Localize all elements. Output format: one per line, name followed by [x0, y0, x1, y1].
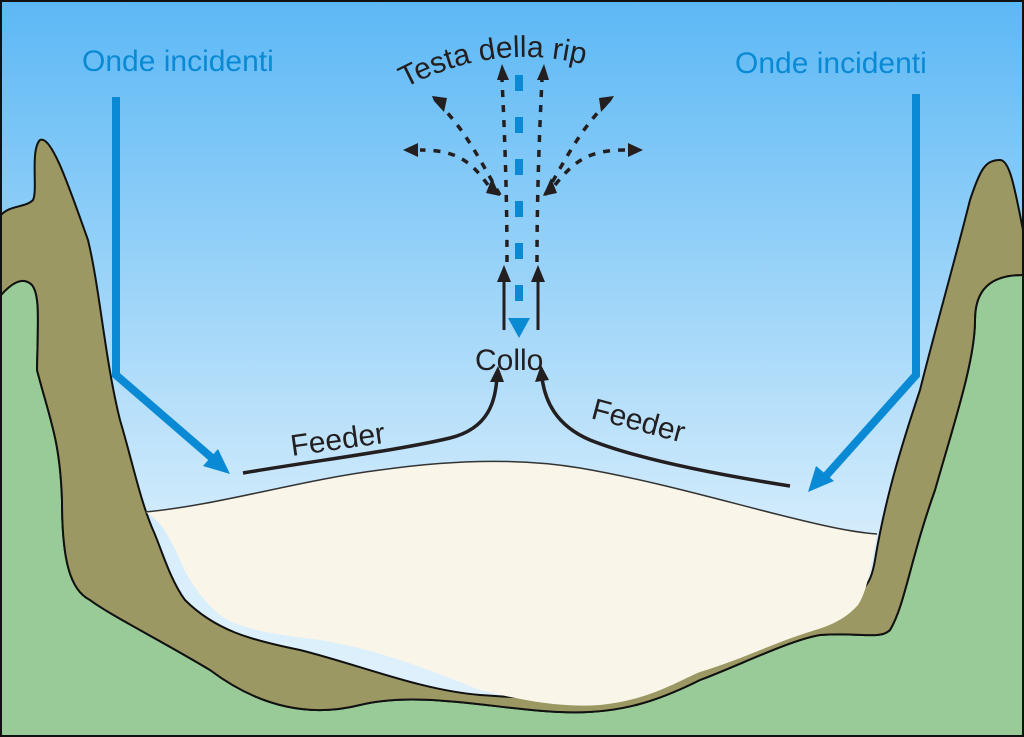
- incident-waves-label-right: Onde incidenti: [735, 47, 927, 80]
- arrowhead-icon: [628, 143, 643, 157]
- incident-wave-arrow-left: [112, 97, 230, 474]
- arrowhead-icon: [203, 449, 230, 474]
- arrowhead-icon: [497, 265, 511, 282]
- arrowhead-icon: [808, 466, 834, 492]
- arrowhead-icon: [497, 64, 509, 80]
- feeder-current-right: [535, 365, 791, 488]
- arrowhead-icon: [599, 96, 614, 112]
- arrowhead-icon: [535, 365, 549, 382]
- arrowhead-icon: [543, 178, 557, 196]
- cliff-band: [0, 138, 1024, 714]
- arrowhead-icon: [531, 265, 545, 282]
- flow-line: [500, 79, 509, 263]
- rip-head-flow-lines: [419, 79, 626, 263]
- neck-arrows: [497, 265, 545, 330]
- arrowhead-icon: [486, 178, 500, 196]
- incident-wave-arrow-right: [808, 94, 920, 492]
- rip-axis-dashed-arrow: [508, 75, 530, 338]
- arrowhead-icon: [508, 318, 530, 338]
- shoreline: [144, 460, 878, 535]
- arrowhead-icon: [432, 96, 447, 112]
- arrowhead-icon: [490, 366, 504, 382]
- neck-label: Collo: [475, 344, 543, 377]
- beach-sand: [145, 461, 877, 706]
- arrowhead-icon: [403, 143, 418, 157]
- flow-line: [535, 79, 544, 263]
- feeder-current-left: [242, 366, 504, 475]
- arrowhead-icon: [537, 64, 549, 80]
- incident-waves-label-left: Onde incidenti: [82, 45, 274, 78]
- rip-head-arrowheads: [403, 64, 643, 196]
